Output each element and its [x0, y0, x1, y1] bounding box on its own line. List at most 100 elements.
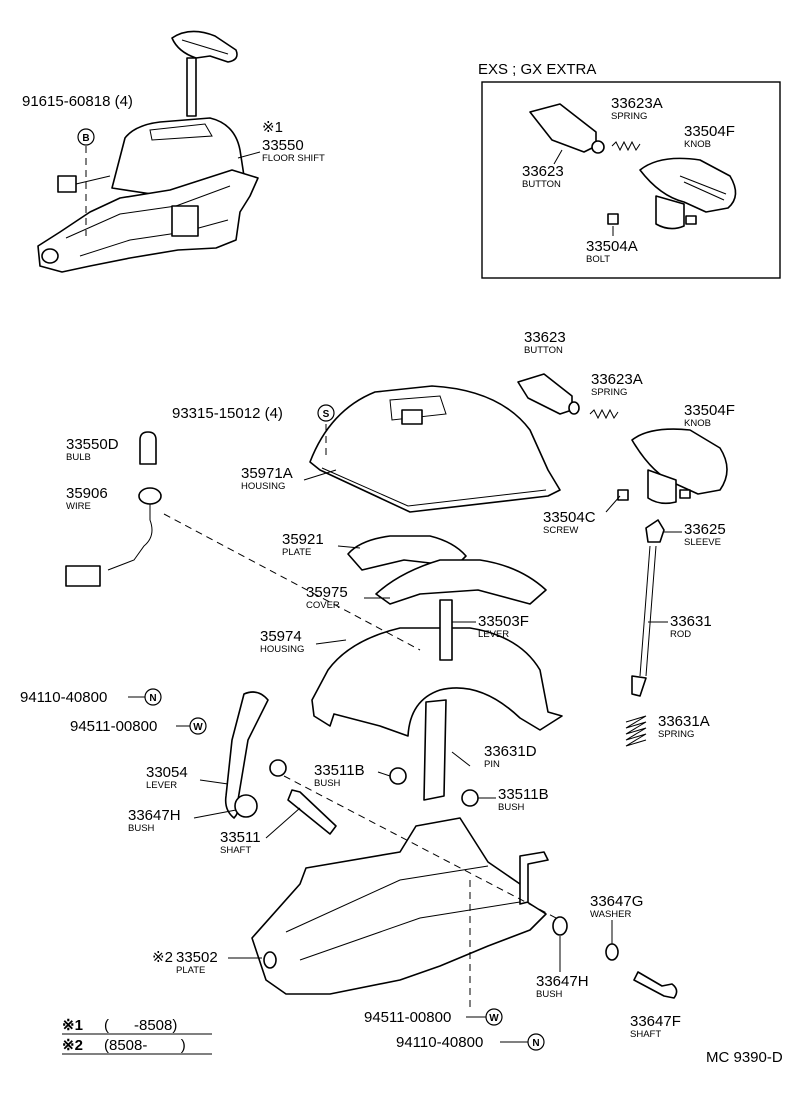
svg-text:33502: 33502: [176, 949, 218, 966]
part-label-cover-35975: 35975 COVER: [306, 584, 390, 611]
svg-text:BUSH: BUSH: [536, 989, 563, 1000]
svg-text:SLEEVE: SLEEVE: [684, 537, 721, 548]
svg-text:SPRING: SPRING: [591, 387, 627, 398]
svg-text:N: N: [149, 693, 156, 704]
svg-text:33504C: 33504C: [543, 509, 596, 526]
part-label-washer-94511-a: 94511-00800 W: [70, 717, 207, 735]
svg-text:WASHER: WASHER: [590, 909, 631, 920]
svg-text:ROD: ROD: [670, 629, 691, 640]
svg-text:PLATE: PLATE: [176, 965, 205, 976]
svg-text:33054: 33054: [146, 764, 188, 781]
part-label-wire-35906: 35906 WIRE: [66, 485, 108, 512]
svg-text:W: W: [489, 1013, 499, 1024]
part-label-shaft-33647f: 33647F SHAFT: [630, 1013, 681, 1040]
svg-text:33647G: 33647G: [590, 893, 643, 910]
main-assembly-drawing: [65, 373, 728, 1012]
svg-text:BUSH: BUSH: [314, 778, 341, 789]
svg-text:LEVER: LEVER: [146, 780, 177, 791]
svg-text:N: N: [532, 1038, 539, 1049]
svg-text:BULB: BULB: [66, 452, 91, 463]
part-label-spring-33631a: 33631A SPRING: [658, 713, 710, 740]
svg-text:SHAFT: SHAFT: [220, 845, 251, 856]
svg-text:S: S: [323, 409, 330, 420]
legend-row-1: ※1 ( -8508): [62, 1017, 177, 1034]
svg-text:SCREW: SCREW: [543, 525, 578, 536]
part-label-plate-35921: 35921 PLATE: [282, 531, 361, 558]
bolt-ref-label: 91615-60818 (4): [22, 93, 133, 110]
part-label-bush-33511b-a: 33511B BUSH: [314, 762, 391, 789]
svg-text:33647F: 33647F: [630, 1013, 681, 1030]
inset-bolt-number: 33504A: [586, 238, 638, 255]
part-label-screw-33504c: 33504C SCREW: [543, 495, 621, 536]
part-label-shaft-33511: 33511 SHAFT: [220, 807, 301, 856]
svg-text:94110-40800: 94110-40800: [396, 1034, 483, 1051]
part-label-housing-35974: 35974 HOUSING: [260, 628, 347, 655]
svg-text:LEVER: LEVER: [478, 629, 509, 640]
svg-text:33631D: 33631D: [484, 743, 537, 760]
svg-text:33550D: 33550D: [66, 436, 119, 453]
svg-text:※1: ※1: [62, 1017, 83, 1034]
svg-text:( -8508): ( -8508): [104, 1017, 177, 1034]
floor-shift-number: 33550: [262, 137, 304, 154]
svg-text:W: W: [193, 722, 203, 733]
part-label-sleeve-33625: 33625 SLEEVE: [664, 521, 726, 548]
svg-text:94110-40800: 94110-40800: [20, 689, 107, 706]
part-label-rod-33631: 33631 ROD: [648, 613, 712, 640]
svg-text:BUTTON: BUTTON: [524, 345, 563, 356]
svg-text:94511-00800: 94511-00800: [70, 718, 157, 735]
part-label-button-33623: 33623 BUTTON: [524, 329, 566, 356]
svg-text:33503F: 33503F: [478, 613, 529, 630]
svg-text:HOUSING: HOUSING: [241, 481, 285, 492]
part-label-washer-33647g: 33647G WASHER: [590, 893, 643, 944]
inset-button-number: 33623: [522, 163, 564, 180]
part-label-plate-33502: ※2 33502 PLATE: [152, 949, 262, 976]
svg-text:33623: 33623: [524, 329, 566, 346]
diagram-code: MC 9390-D: [706, 1049, 783, 1066]
inset-box: [481, 81, 781, 279]
svg-text:35921: 35921: [282, 531, 324, 548]
part-label-nut-94110-a: 94110-40800 N: [20, 688, 162, 706]
svg-text:33511: 33511: [220, 829, 261, 846]
bolt-symbol: B: [77, 128, 95, 146]
part-label-nut-94110-b: 94110-40800 N: [396, 1033, 545, 1051]
inset-spring-name: SPRING: [611, 111, 647, 122]
svg-text:94511-00800: 94511-00800: [364, 1009, 451, 1026]
part-label-lever-33503f: 33503F LEVER: [452, 613, 529, 640]
part-label-pin-33631d: 33631D PIN: [484, 743, 537, 770]
inset-spring-number: 33623A: [611, 95, 663, 112]
svg-text:※2: ※2: [152, 949, 173, 966]
svg-text:WIRE: WIRE: [66, 501, 91, 512]
svg-text:35971A: 35971A: [241, 465, 293, 482]
inset-bolt-name: BOLT: [586, 254, 610, 265]
svg-text:COVER: COVER: [306, 600, 340, 611]
svg-text:35906: 35906: [66, 485, 108, 502]
inset-knob-name: KNOB: [684, 139, 711, 150]
svg-text:33504F: 33504F: [684, 402, 735, 419]
svg-text:B: B: [82, 133, 89, 144]
svg-text:BUSH: BUSH: [128, 823, 155, 834]
svg-text:PLATE: PLATE: [282, 547, 311, 558]
svg-text:※2: ※2: [62, 1037, 83, 1054]
svg-text:33647H: 33647H: [128, 807, 181, 824]
svg-text:KNOB: KNOB: [684, 418, 711, 429]
part-label-screw-93315: 93315-15012 (4) S: [172, 404, 335, 422]
part-label-washer-94511-b: 94511-00800 W: [364, 1008, 503, 1026]
svg-text:35975: 35975: [306, 584, 348, 601]
svg-text:33631: 33631: [670, 613, 712, 630]
part-label-knob-33504f: 33504F KNOB: [684, 402, 735, 429]
svg-text:33511B: 33511B: [498, 786, 549, 803]
inset-knob-number: 33504F: [684, 123, 735, 140]
legend-row-2: ※2 (8508- ): [62, 1037, 186, 1054]
floor-shift-assembly-drawing: [37, 30, 259, 273]
svg-text:33623A: 33623A: [591, 371, 643, 388]
part-label-bush-33647h-a: 33647H BUSH: [128, 807, 237, 834]
inset-drawing: [529, 103, 737, 230]
svg-text:33647H: 33647H: [536, 973, 589, 990]
floor-shift-footnote-mark: ※1: [262, 119, 283, 136]
inset-title: EXS ; GX EXTRA: [478, 61, 596, 78]
svg-text:93315-15012 (4): 93315-15012 (4): [172, 405, 283, 422]
part-label-spring-33623a: 33623A SPRING: [591, 371, 643, 398]
svg-text:33511B: 33511B: [314, 762, 365, 779]
svg-text:SPRING: SPRING: [658, 729, 694, 740]
